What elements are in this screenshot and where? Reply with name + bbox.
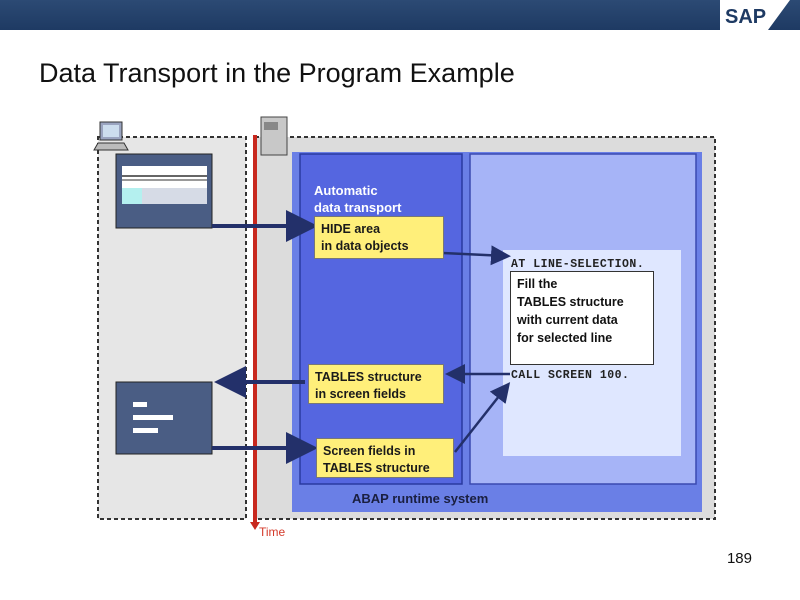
hide-area-box: HIDE area in data objects [314,216,444,259]
header-bar: SAP [0,0,800,30]
fill-tables-box: Fill the TABLES structure with current d… [510,271,654,365]
computer-icon [93,121,129,151]
client-region [97,136,247,520]
automatic-transport-label: Automatic data transport [314,183,402,215]
runtime-system-label: ABAP runtime system [352,491,489,506]
page-title: Data Transport in the Program Example [39,58,515,88]
call-screen-code: CALL SCREEN 100. [511,369,630,382]
page-number: 189 [726,550,752,567]
auto-transport-column [299,153,463,485]
screen-fields-box: Screen fields in TABLES structure [316,438,454,478]
time-label: Time [259,525,286,539]
list-screen [115,153,213,229]
tables-structure-box: TABLES structure in screen fields [308,364,444,404]
sap-logo: SAP [720,0,790,30]
screen-100 [115,381,213,455]
at-line-selection-code: AT LINE-SELECTION. [511,258,645,271]
arrow-hide-to-selection [442,245,511,266]
server-icon [260,116,288,156]
arrow-fields-to-call [454,382,511,453]
svg-text:SAP: SAP [725,6,766,28]
